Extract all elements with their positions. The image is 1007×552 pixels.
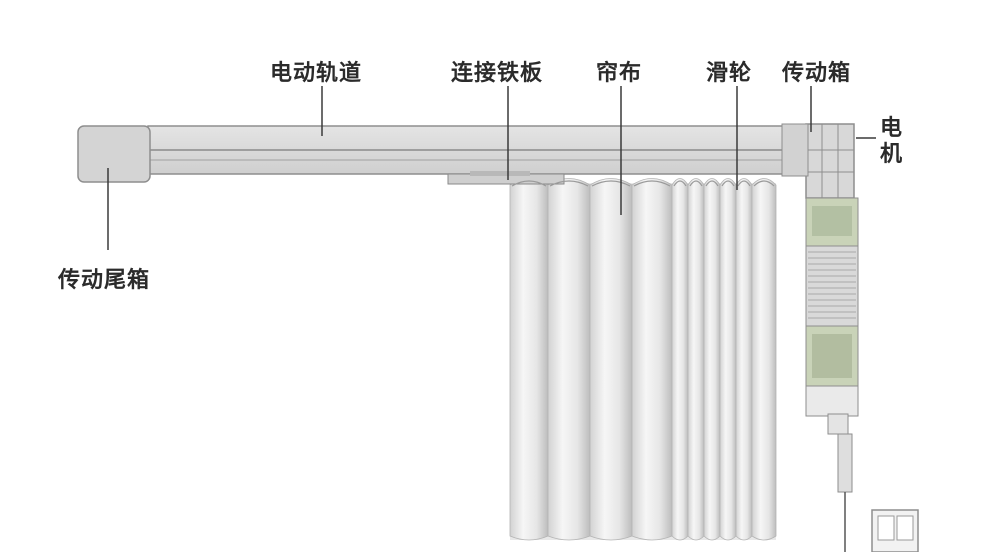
curtain-fold — [589, 178, 633, 541]
label-pulley: 滑轮 — [706, 61, 753, 86]
curtain-fold — [671, 178, 689, 541]
pulley — [633, 180, 671, 187]
connector-plate — [447, 171, 565, 185]
pulley — [721, 180, 735, 187]
label-connector-plate: 连接铁板 — [451, 61, 544, 86]
pulley — [705, 180, 719, 187]
leader-lines — [107, 86, 876, 250]
pulley-row — [511, 180, 775, 187]
curtain-fold — [509, 178, 549, 541]
label-curtain: 帘布 — [596, 61, 643, 86]
pulley — [673, 180, 687, 187]
label-motor: 电机 — [879, 116, 902, 167]
curtain-fold — [719, 178, 737, 541]
pulley — [689, 180, 703, 187]
curtain-fold — [547, 178, 591, 541]
gearbox — [781, 123, 855, 199]
curtain-fold — [751, 178, 777, 541]
label-tail-box: 传动尾箱 — [58, 268, 151, 293]
pulley — [511, 180, 547, 187]
track-rail — [147, 125, 809, 175]
tail-box — [77, 125, 151, 183]
pulley — [737, 180, 751, 187]
motor — [805, 197, 859, 552]
pulley — [753, 180, 775, 187]
curtain-fold — [687, 178, 705, 541]
pulley — [591, 180, 631, 187]
wall-switch — [871, 509, 919, 552]
curtain-fold — [703, 178, 721, 541]
label-gearbox: 传动箱 — [782, 61, 852, 86]
curtain-fold — [735, 178, 753, 541]
curtain-fold — [631, 178, 673, 541]
label-track: 电动轨道 — [270, 61, 363, 86]
curtain-fabric — [509, 178, 777, 541]
pulley — [549, 180, 589, 187]
